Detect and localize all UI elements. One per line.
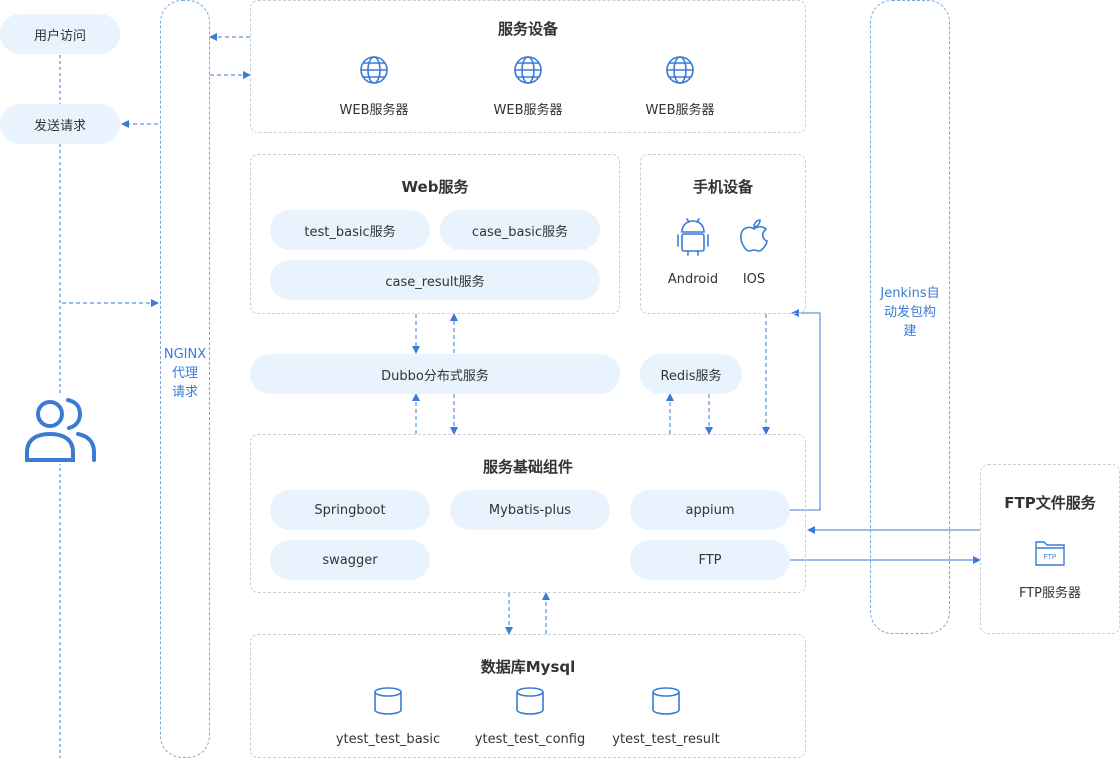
send-request-pill: 发送请求 bbox=[0, 104, 120, 144]
base-components-box bbox=[250, 434, 806, 593]
component-label: swagger bbox=[322, 552, 378, 568]
appium-pill: appium bbox=[630, 490, 790, 530]
case-basic-service-pill: case_basic服务 bbox=[440, 210, 600, 250]
globe-icon bbox=[514, 56, 542, 84]
service-label: test_basic服务 bbox=[304, 224, 396, 240]
ios-label: IOS bbox=[742, 272, 766, 287]
mobile-devices-title: 手机设备 bbox=[692, 178, 753, 196]
service-label: case_result服务 bbox=[385, 274, 485, 290]
web-server: WEB服务器 bbox=[318, 54, 430, 118]
folder-icon-text: FTP bbox=[1043, 554, 1057, 561]
test-basic-service-pill: test_basic服务 bbox=[270, 210, 430, 250]
database-item-label: ytest_test_result bbox=[612, 732, 720, 747]
database-item: ytest_test_result bbox=[604, 686, 728, 748]
redis-service-pill: Redis服务 bbox=[640, 354, 742, 394]
user-visit-pill: 用户访问 bbox=[0, 14, 120, 54]
database-title: 数据库Mysql bbox=[480, 658, 576, 676]
ftp-pill: FTP bbox=[630, 540, 790, 580]
apple-icon bbox=[740, 219, 768, 252]
ftp-server-label: FTP服务器 bbox=[1018, 586, 1082, 601]
android-icon bbox=[677, 218, 709, 256]
database-icon bbox=[374, 687, 402, 715]
component-label: Springboot bbox=[314, 502, 386, 518]
base-components-title: 服务基础组件 bbox=[482, 458, 573, 476]
jenkins-label-line: Jenkins自 bbox=[880, 286, 940, 301]
mybatis-plus-pill: Mybatis-plus bbox=[450, 490, 610, 530]
service-label: case_basic服务 bbox=[471, 224, 569, 240]
ios-device: IOS bbox=[724, 218, 784, 287]
jenkins-label-line: 建 bbox=[903, 324, 917, 339]
nginx-label-line: NGINX bbox=[163, 347, 207, 362]
ftp-server: FTP FTP服务器 bbox=[980, 538, 1120, 601]
redis-label: Redis服务 bbox=[660, 368, 722, 384]
dubbo-service-pill: Dubbo分布式服务 bbox=[250, 354, 620, 394]
nginx-label-line: 请求 bbox=[171, 385, 198, 400]
database-icon bbox=[516, 687, 544, 715]
send-request-label: 发送请求 bbox=[33, 118, 86, 134]
jenkins-column bbox=[870, 0, 950, 634]
web-server-label: WEB服务器 bbox=[645, 103, 715, 118]
jenkins-label: Jenkins自 动发包构 建 bbox=[870, 284, 950, 341]
mobile-devices-box bbox=[640, 154, 806, 314]
database-item: ytest_test_basic bbox=[326, 686, 450, 748]
web-server: WEB服务器 bbox=[472, 54, 584, 118]
nginx-label: NGINX 代理 请求 bbox=[160, 345, 210, 402]
swagger-pill: swagger bbox=[270, 540, 430, 580]
android-label: Android bbox=[667, 272, 719, 287]
web-server: WEB服务器 bbox=[624, 54, 736, 118]
nginx-label-line: 代理 bbox=[171, 366, 198, 381]
dubbo-label: Dubbo分布式服务 bbox=[381, 368, 489, 384]
web-server-label: WEB服务器 bbox=[339, 103, 409, 118]
database-item-label: ytest_test_basic bbox=[335, 732, 441, 747]
globe-icon bbox=[360, 56, 388, 84]
web-service-box bbox=[250, 154, 620, 314]
database-item: ytest_test_config bbox=[466, 686, 594, 748]
web-service-title: Web服务 bbox=[401, 178, 469, 196]
case-result-service-pill: case_result服务 bbox=[270, 260, 600, 300]
service-devices-title: 服务设备 bbox=[497, 20, 558, 38]
component-label: FTP bbox=[698, 552, 722, 568]
database-icon bbox=[652, 687, 680, 715]
jenkins-label-line: 动发包构 bbox=[883, 305, 936, 320]
springboot-pill: Springboot bbox=[270, 490, 430, 530]
user-visit-label: 用户访问 bbox=[33, 28, 86, 44]
web-server-label: WEB服务器 bbox=[493, 103, 563, 118]
ftp-service-title: FTP文件服务 bbox=[1004, 494, 1096, 512]
component-label: Mybatis-plus bbox=[488, 502, 572, 518]
android-device: Android bbox=[660, 218, 726, 287]
users-icon bbox=[22, 394, 98, 464]
component-label: appium bbox=[685, 502, 735, 518]
globe-icon bbox=[666, 56, 694, 84]
folder-icon: FTP bbox=[1035, 541, 1065, 566]
service-devices-box bbox=[250, 0, 806, 133]
database-item-label: ytest_test_config bbox=[474, 732, 586, 747]
